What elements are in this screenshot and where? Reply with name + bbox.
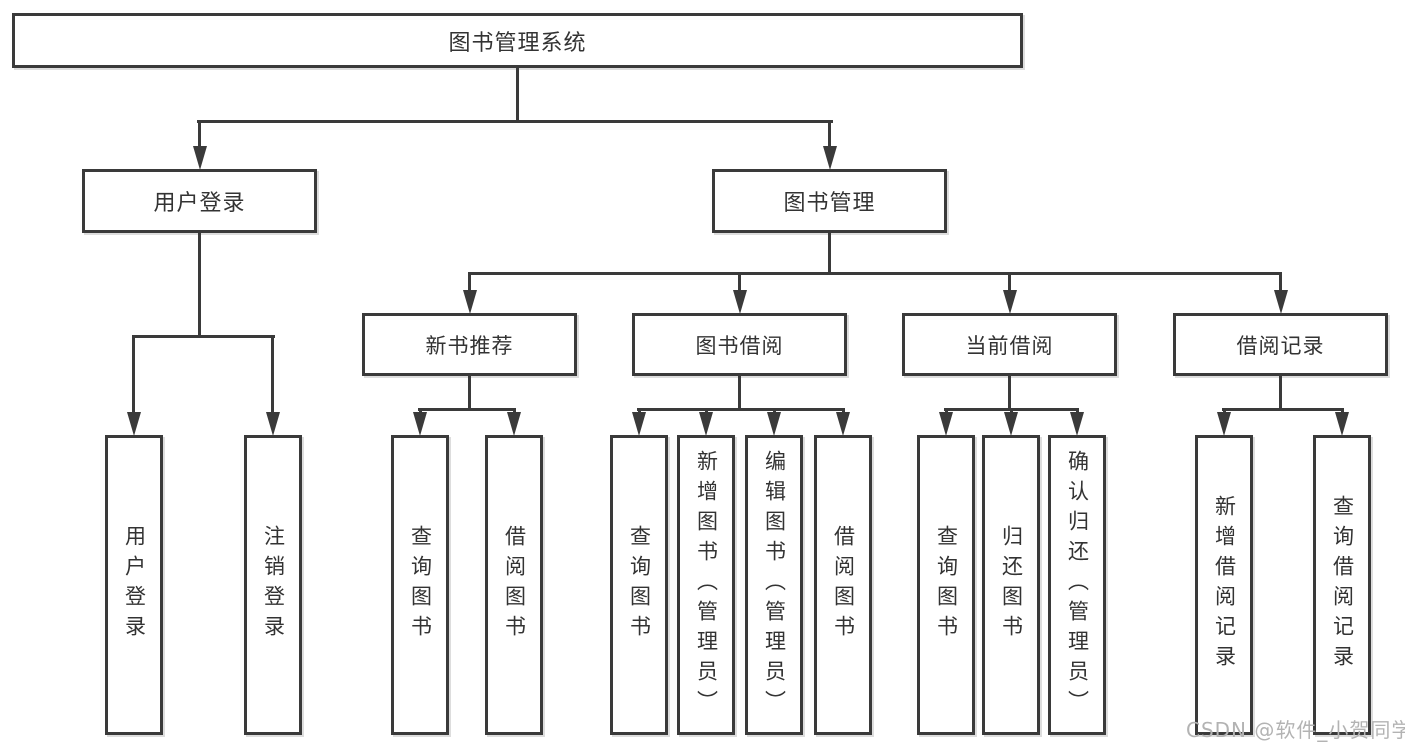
leaf-query-borrow-record: 查询借阅记录 [1313, 435, 1371, 735]
leaf-label: 归还图书 [999, 525, 1024, 645]
connector-borrow-records-stem [1279, 376, 1282, 411]
arrowhead-borrow-records [1274, 290, 1288, 314]
arrowhead-leaf [699, 412, 713, 436]
leaf-return-books: 归还图书 [982, 435, 1040, 735]
connector-to-leaf-logout [271, 335, 274, 415]
leaf-query-books-3: 查询图书 [917, 435, 975, 735]
connector-to-current-borrow [1008, 272, 1011, 294]
leaf-add-books-admin: 新增图书（管理员） [677, 435, 735, 735]
leaf-edit-books-admin: 编辑图书（管理员） [745, 435, 803, 735]
leaf-label: 用户登录 [122, 525, 147, 645]
node-new-books-label: 新书推荐 [425, 333, 514, 358]
leaf-label: 借阅图书 [502, 525, 527, 645]
connector-user-login-bus [132, 335, 275, 338]
node-root: 图书管理系统 [12, 13, 1023, 68]
leaf-label: 查询图书 [408, 525, 433, 645]
leaf-query-books-1: 查询图书 [391, 435, 449, 735]
connector-borrow-records-bus [1222, 408, 1344, 411]
arrowhead-book-borrow [733, 290, 747, 314]
arrowhead-leaf-logout [266, 412, 280, 436]
leaf-add-borrow-record: 新增借阅记录 [1195, 435, 1253, 735]
connector-to-leaf-login [132, 335, 135, 415]
connector-book-mgmt-bus [468, 272, 1282, 275]
node-book-borrow: 图书借阅 [632, 313, 847, 376]
connector-user-login-stem [198, 233, 201, 337]
node-user-login: 用户登录 [82, 169, 317, 233]
arrowhead-leaf [1004, 412, 1018, 436]
arrowhead-new-books [463, 290, 477, 314]
connector-to-new-books [468, 272, 471, 294]
leaf-query-books-2: 查询图书 [610, 435, 668, 735]
node-current-borrow: 当前借阅 [902, 313, 1117, 376]
connector-root-bus [197, 120, 833, 123]
leaf-label: 查询图书 [934, 525, 959, 645]
arrowhead-leaf [939, 412, 953, 436]
node-borrow-records-label: 借阅记录 [1236, 333, 1325, 358]
connector-to-book-borrow [738, 272, 741, 294]
connector-book-borrow-stem [738, 376, 741, 411]
node-user-login-label: 用户登录 [153, 191, 246, 216]
arrowhead-leaf [632, 412, 646, 436]
arrowhead-book-mgmt [823, 146, 837, 170]
leaf-label: 注销登录 [261, 525, 286, 645]
arrowhead-leaf [413, 412, 427, 436]
node-new-books: 新书推荐 [362, 313, 577, 376]
node-current-borrow-label: 当前借阅 [965, 333, 1054, 358]
leaf-logout: 注销登录 [244, 435, 302, 735]
arrowhead-user-login [193, 146, 207, 170]
node-book-borrow-label: 图书借阅 [695, 333, 784, 358]
node-book-mgmt: 图书管理 [712, 169, 947, 233]
connector-root-stem [516, 66, 519, 122]
node-root-label: 图书管理系统 [448, 30, 587, 56]
connector-to-book-mgmt [828, 120, 831, 150]
leaf-label: 新增借阅记录 [1212, 495, 1237, 675]
watermark: CSDN @软件_小贺同学 [1186, 718, 1405, 742]
connector-book-mgmt-stem [828, 233, 831, 274]
leaf-confirm-return-admin: 确认归还（管理员） [1048, 435, 1106, 735]
leaf-label: 查询借阅记录 [1330, 495, 1355, 675]
connector-new-books-bus [418, 408, 516, 411]
arrowhead-leaf [507, 412, 521, 436]
leaf-label: 编辑图书（管理员） [762, 450, 787, 720]
leaf-borrow-books-1: 借阅图书 [485, 435, 543, 735]
node-borrow-records: 借阅记录 [1173, 313, 1388, 376]
arrowhead-leaf-login [127, 412, 141, 436]
connector-new-books-stem [468, 376, 471, 411]
arrowhead-leaf [767, 412, 781, 436]
arrowhead-leaf [836, 412, 850, 436]
arrowhead-leaf [1070, 412, 1084, 436]
arrowhead-current-borrow [1003, 290, 1017, 314]
arrowhead-leaf [1217, 412, 1231, 436]
leaf-user-login: 用户登录 [105, 435, 163, 735]
leaf-borrow-books-2: 借阅图书 [814, 435, 872, 735]
connector-to-user-login [198, 120, 201, 150]
connector-current-borrow-stem [1008, 376, 1011, 411]
arrowhead-leaf [1335, 412, 1349, 436]
node-book-mgmt-label: 图书管理 [783, 191, 876, 216]
leaf-label: 查询图书 [627, 525, 652, 645]
connector-to-borrow-records [1279, 272, 1282, 294]
connector-book-borrow-bus [637, 408, 845, 411]
leaf-label: 确认归还（管理员） [1065, 450, 1090, 720]
leaf-label: 借阅图书 [831, 525, 856, 645]
leaf-label: 新增图书（管理员） [694, 450, 719, 720]
